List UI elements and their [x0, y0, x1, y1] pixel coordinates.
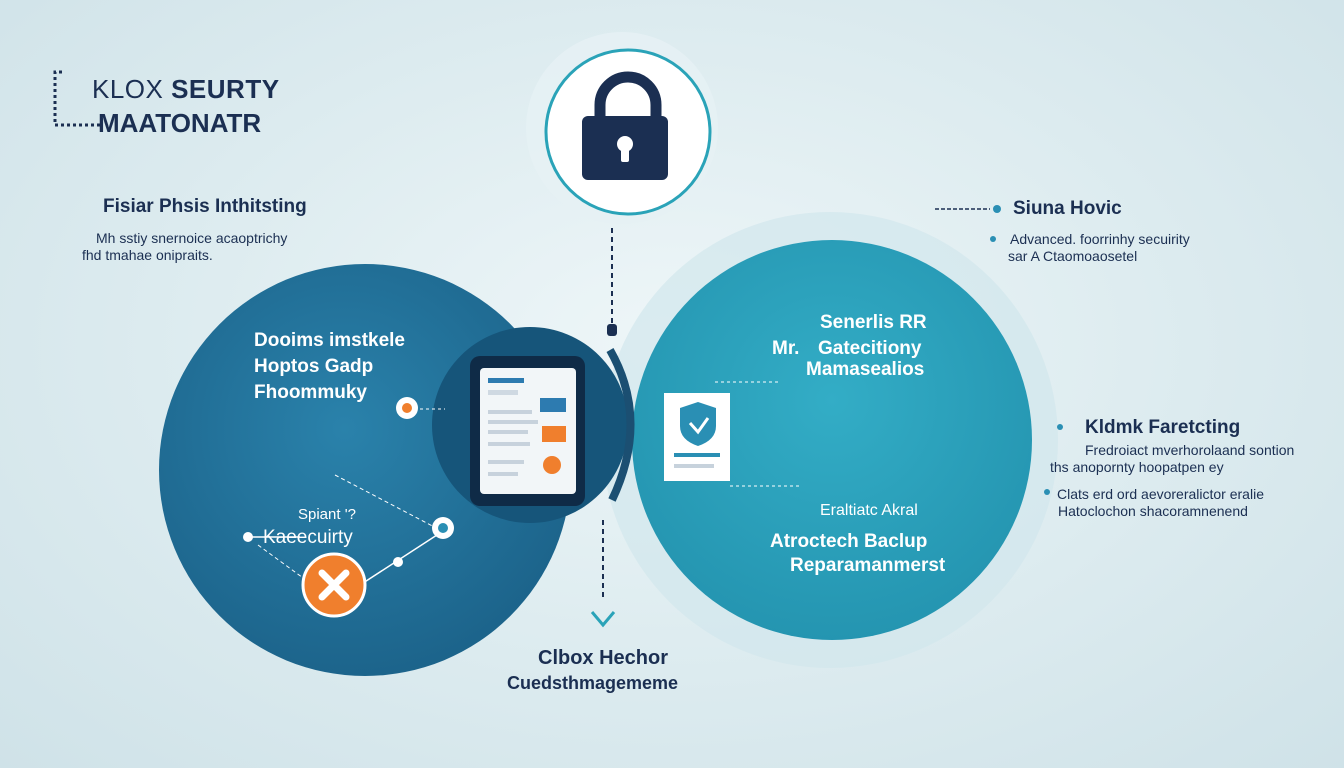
- right-circle-line-2: Gatecitiony: [818, 338, 922, 359]
- right-mid-desc-2: ths anopornty hoopatpen ey: [1050, 459, 1224, 475]
- chevron-down-icon: [590, 611, 616, 628]
- document-shield-icon: [664, 393, 730, 481]
- teal-dot-icon: [438, 523, 448, 533]
- hub-arc: [606, 348, 635, 502]
- right-circle-bottom-2: Reparamanmerst: [790, 555, 946, 576]
- left-circle-main-label: Kaeecuirty: [263, 527, 353, 548]
- left-circle-line-2: Hoptos Gadp: [254, 356, 374, 377]
- right-top-desc-1: Advanced. foorrinhy secuirity: [1010, 231, 1190, 247]
- orange-dot-icon: [402, 403, 412, 413]
- lock-icon: [582, 71, 668, 180]
- small-node-3: [393, 557, 403, 567]
- label-node: [243, 532, 253, 542]
- right-circle-prefix: Mr.: [772, 338, 800, 359]
- right-circle-small-label: Eraltiatc Akral: [820, 502, 918, 519]
- callout-dot-top2: [990, 236, 996, 242]
- cross-line-a: [257, 544, 311, 584]
- callout-dot-top: [993, 205, 1001, 213]
- right-mid-desc-1: Fredroiact mverhorolaand sontion: [1085, 442, 1295, 458]
- smartphone-icon: [470, 356, 585, 506]
- right-circle-bottom-1: Atroctech Baclup: [770, 531, 928, 552]
- bottom-title: Clbox Hechor: [538, 647, 669, 669]
- right-mid-title: Kldmk Faretcting: [1085, 417, 1241, 438]
- callout-dot-low: [1044, 489, 1050, 495]
- connector-node-icon: [607, 324, 617, 336]
- left-circle-small-label: Spiant '?: [298, 506, 356, 523]
- brand-title-line1: KLOX SEURTY: [92, 74, 280, 105]
- brand-line1-bold: SEURTY: [171, 74, 280, 104]
- left-circle-line-1: Dooims imstkele: [254, 330, 405, 351]
- left-panel-desc-1: Mh sstiy snernoice acaoptrichy: [96, 230, 288, 246]
- right-low-desc-1: Clats erd ord aevoreralictor eralie: [1057, 486, 1264, 502]
- right-circle-line-3: Mamasealios: [806, 359, 925, 380]
- right-circle: [632, 240, 1032, 640]
- brand-line1-light: KLOX: [92, 74, 172, 104]
- wrench-cross-icon: [301, 552, 367, 618]
- brand-title-line2: MAATONATR: [98, 108, 262, 138]
- bottom-subtitle: Cuedsthmagememe: [507, 673, 679, 693]
- right-circle-line-1: Senerlis RR: [820, 312, 927, 333]
- left-circle-line-3: Fhoommuky: [254, 382, 367, 403]
- cross-line-b: [334, 474, 441, 531]
- left-panel-title: Fisiar Phsis Inthitsting: [103, 196, 307, 217]
- callout-dot-mid: [1057, 424, 1063, 430]
- left-panel-desc-2: fhd tmahae onipraits.: [82, 247, 213, 263]
- right-top-title: Siuna Hovic: [1013, 198, 1122, 219]
- right-top-desc-2: sar A Ctaomoaosetel: [1008, 248, 1138, 264]
- right-low-desc-2: Hatoclochon shacoramnenend: [1058, 503, 1248, 519]
